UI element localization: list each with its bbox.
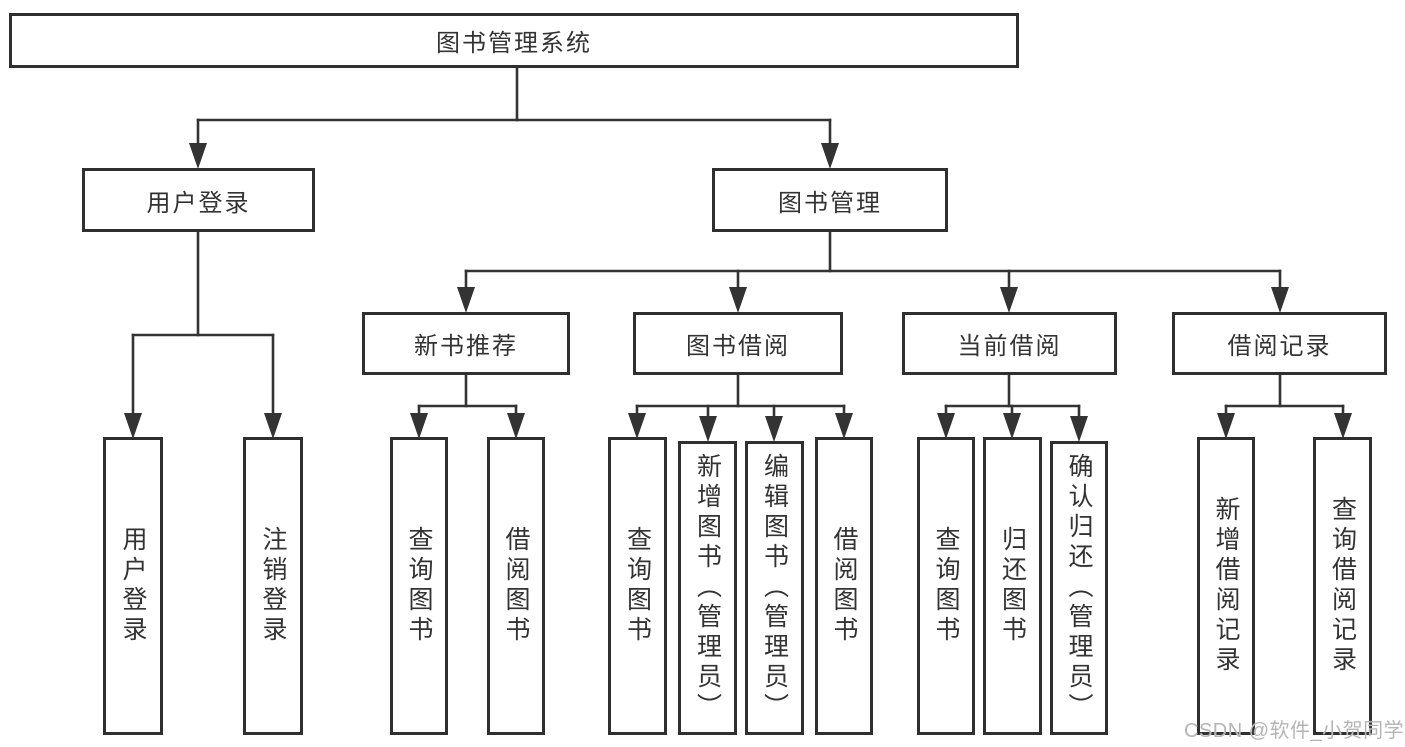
leaf-return-book: 归还图书 (983, 437, 1042, 735)
node-current-borrow: 当前借阅 (902, 312, 1117, 375)
leaf-borrow-book-2: 借阅图书 (815, 437, 873, 735)
leaf-query-book-2: 查询图书 (608, 437, 667, 735)
leaf-confirm-return-admin-label: 确认归还（管理员） (1065, 453, 1093, 723)
leaf-user-login-label: 用户登录 (119, 526, 147, 646)
node-borrow-record-label: 借阅记录 (1227, 333, 1332, 360)
csdn-watermark: CSDN @软件_小贺同学 (1184, 720, 1405, 742)
leaf-borrow-book-1: 借阅图书 (487, 437, 545, 735)
node-book-management: 图书管理 (712, 168, 948, 232)
node-root-system: 图书管理系统 (9, 13, 1019, 68)
leaf-borrow-book-2-label: 借阅图书 (830, 526, 858, 646)
leaf-confirm-return-admin: 确认归还（管理员） (1050, 441, 1108, 735)
node-new-book-recommend-label: 新书推荐 (414, 333, 518, 360)
leaf-user-login: 用户登录 (103, 437, 163, 735)
node-user-login: 用户登录 (82, 168, 315, 232)
leaf-logout-label: 注销登录 (259, 526, 287, 646)
leaf-return-book-label: 归还图书 (998, 526, 1027, 646)
node-current-borrow-label: 当前借阅 (957, 333, 1062, 360)
node-borrow-record: 借阅记录 (1172, 312, 1387, 375)
node-book-borrow-label: 图书借阅 (686, 333, 790, 360)
leaf-edit-book-admin-label: 编辑图书（管理员） (760, 453, 789, 723)
leaf-query-book-2-label: 查询图书 (623, 526, 652, 646)
leaf-add-borrow-record-label: 新增借阅记录 (1212, 496, 1240, 676)
leaf-query-book-1: 查询图书 (390, 437, 448, 735)
node-book-management-label: 图书管理 (778, 189, 882, 217)
leaf-add-borrow-record: 新增借阅记录 (1197, 437, 1255, 735)
node-book-borrow: 图书借阅 (633, 312, 843, 375)
leaf-query-book-3-label: 查询图书 (932, 526, 960, 646)
leaf-query-borrow-record: 查询借阅记录 (1313, 437, 1372, 735)
leaf-edit-book-admin: 编辑图书（管理员） (745, 441, 804, 735)
leaf-query-book-3: 查询图书 (917, 437, 975, 735)
node-root-label: 图书管理系统 (436, 30, 592, 57)
leaf-query-book-1-label: 查询图书 (405, 526, 433, 646)
node-new-book-recommend: 新书推荐 (362, 312, 570, 375)
leaf-borrow-book-1-label: 借阅图书 (502, 526, 530, 646)
leaf-add-book-admin-label: 新增图书（管理员） (693, 453, 722, 723)
leaf-add-book-admin: 新增图书（管理员） (678, 441, 737, 735)
leaf-query-borrow-record-label: 查询借阅记录 (1328, 496, 1357, 676)
node-user-login-label: 用户登录 (146, 189, 251, 217)
leaf-logout: 注销登录 (243, 437, 303, 735)
